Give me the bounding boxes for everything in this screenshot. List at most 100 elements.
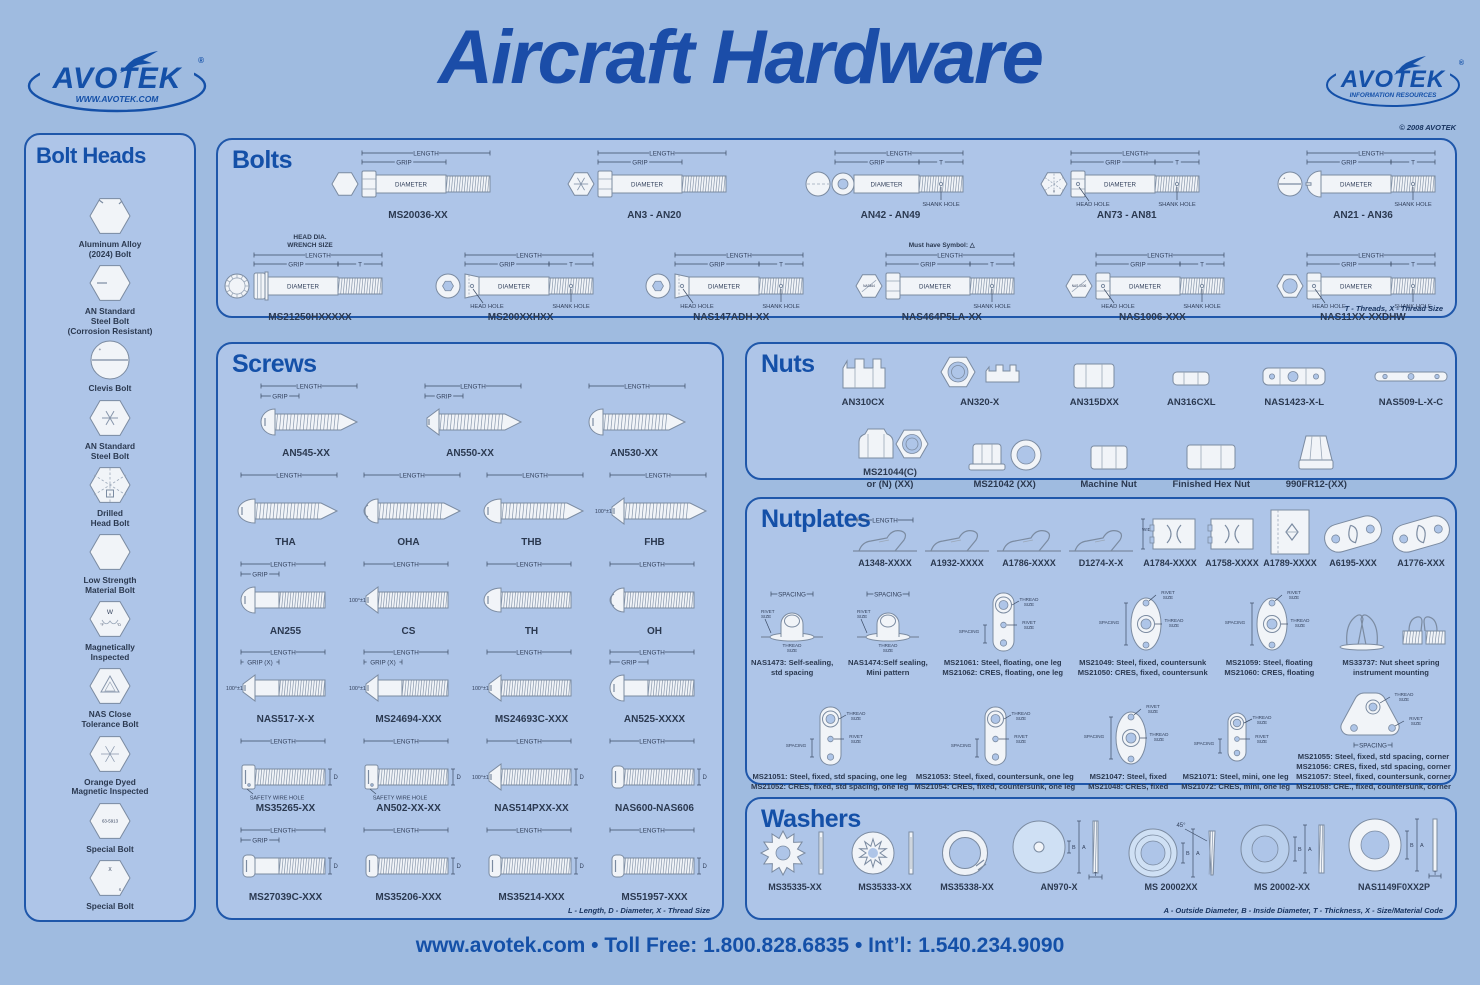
part-label: Drilled Head Bolt <box>90 507 130 528</box>
svg-text:DIAMETER: DIAMETER <box>1340 284 1373 291</box>
svg-text:LENGTH: LENGTH <box>516 738 542 745</box>
clip-nutplate-icon <box>921 521 993 557</box>
part-label: MS35338-XX <box>940 882 994 892</box>
svg-text:100°±1°: 100°±1° <box>595 509 614 515</box>
cone-nut-icon <box>1290 430 1342 478</box>
part-label: MS35214-XXX <box>498 891 565 903</box>
part-label: AN315DXX <box>1069 397 1119 408</box>
part-label: Machine Nut <box>1080 479 1137 491</box>
registered-mark: ® <box>198 56 204 65</box>
part-label: MS21055: Steel, fixed, std spacing, corn… <box>1296 752 1451 791</box>
svg-text:DIAMETER: DIAMETER <box>1104 181 1137 188</box>
part-label: A1784-XXXX <box>1143 558 1197 568</box>
svg-text:DIAMETER: DIAMETER <box>870 181 903 188</box>
hardware-item: Finished Hex Nut <box>1172 434 1250 491</box>
part-label: THA <box>275 536 296 548</box>
svg-text:T: T <box>779 262 783 269</box>
svg-text:D: D <box>456 775 461 781</box>
part-label: A6195-XXX <box>1329 558 1377 568</box>
hardware-item: AN320-X <box>938 350 1022 409</box>
svg-text:T: T <box>1411 159 1415 166</box>
svg-text:+: + <box>99 347 102 352</box>
svg-text:LENGTH: LENGTH <box>624 383 650 390</box>
hardware-item: AN315DXX <box>1066 354 1122 409</box>
svg-text:B: B <box>1072 845 1076 851</box>
svg-text:LENGTH: LENGTH <box>726 253 752 260</box>
part-label: Clevis Bolt <box>88 383 132 394</box>
hardware-item: MS21044(C) or (N) (XX) <box>851 418 929 492</box>
avotek-logo-right: AVOTEK ® INFORMATION RESOURCES <box>1322 52 1464 116</box>
part-label: MS35333-XX <box>858 882 912 892</box>
svg-text:T: T <box>358 262 362 269</box>
part-label: MS21059: Steel, floating MS21060: CRES, … <box>1224 658 1315 677</box>
part-label: MS35206-XXX <box>375 891 442 903</box>
hardware-item: MS33737: Nut sheet spring instrument mou… <box>1331 599 1451 678</box>
legend-note: T - Threads, X - Thread Size <box>1344 304 1443 313</box>
part-label: MS200XXHXX <box>487 312 554 324</box>
svg-text:GRIP: GRIP <box>1131 262 1146 269</box>
hardware-item: Aluminum Alloy (2024) Bolt <box>79 193 141 260</box>
part-label: MS21049: Steel, fixed, countersunk MS210… <box>1077 658 1208 677</box>
truss-head-machine-screw-icon: LENGTH <box>471 558 593 624</box>
nuts-row-2: MS21044(C) or (N) (XX)MS21042 (XX)Machin… <box>851 418 1347 492</box>
copyright-text: © 2008 AVOTEK <box>1399 123 1456 132</box>
part-label: AN Standard Steel Bolt <box>84 440 136 461</box>
part-label: MS 20002XX <box>1144 882 1198 892</box>
svg-text:T: T <box>1433 871 1437 877</box>
svg-text:GRIP: GRIP <box>1105 159 1120 166</box>
svg-text:DIAMETER: DIAMETER <box>287 284 320 291</box>
part-label: NAS1474:Self sealing, Mini pattern <box>847 658 928 677</box>
part-label: NAS1006-XXX <box>1119 312 1186 324</box>
part-label: Special Bolt <box>86 900 134 911</box>
svg-text:LENGTH: LENGTH <box>393 561 419 568</box>
part-label: Low Strength Material Bolt <box>83 574 137 595</box>
svg-text:63-5913: 63-5913 <box>102 818 119 823</box>
svg-text:LENGTH: LENGTH <box>639 827 665 834</box>
svg-text:A: A <box>1420 843 1424 849</box>
legend-note: L - Length, D - Diameter, X - Thread Siz… <box>568 906 710 915</box>
svg-text:DIAMETER: DIAMETER <box>395 181 428 188</box>
svg-text:X: X <box>108 867 112 873</box>
svg-text:LENGTH: LENGTH <box>1148 253 1174 260</box>
part-label: MS21250HXXXXX <box>268 312 352 324</box>
svg-text:LENGTH: LENGTH <box>296 383 322 390</box>
part-label: AN550-XX <box>446 448 494 459</box>
drilled-head-icon: x <box>82 462 138 508</box>
svg-text:LENGTH: LENGTH <box>516 650 542 657</box>
clip-nutplate-icon: LENGTH <box>849 515 921 557</box>
part-label: MS21061: Steel, floating, one leg MS2106… <box>942 658 1064 677</box>
svg-text:GRIP (X): GRIP (X) <box>247 660 272 667</box>
part-label: AN525-XXXX <box>623 714 686 726</box>
clip-nutplate-icon <box>993 521 1065 557</box>
svg-text:GRIP (X): GRIP (X) <box>370 660 395 667</box>
